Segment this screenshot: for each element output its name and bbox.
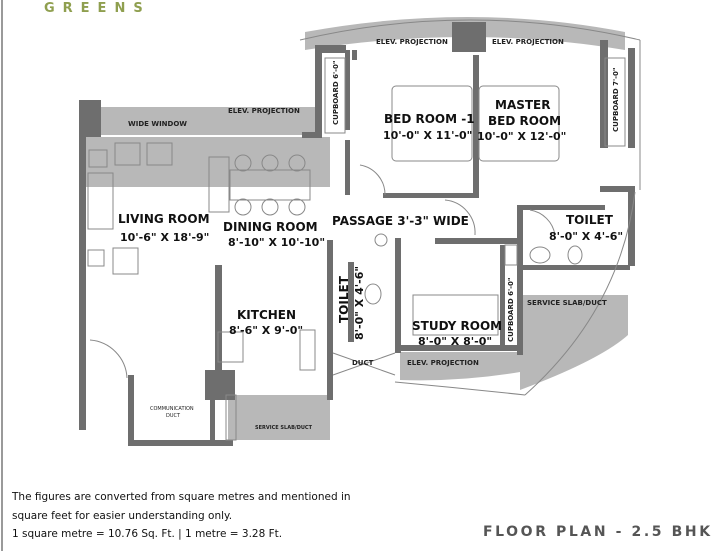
toilet-size: 8'-0" X 4'-6" <box>549 230 623 243</box>
note-line-3: 1 square metre = 10.76 Sq. Ft. | 1 metre… <box>12 528 283 540</box>
cupboard-box <box>604 57 626 147</box>
study-room-size: 8'-0" X 8'-0" <box>418 335 492 348</box>
note-line-1: The figures are converted from square me… <box>12 491 351 503</box>
service-slab-right <box>520 295 628 335</box>
plan-title: FLOOR PLAN - 2.5 BHK <box>483 524 713 540</box>
toilet-2-name: TOILET <box>337 275 351 323</box>
cupboard-label: CUPBOARD 6'-0" <box>507 277 515 342</box>
room-labels: LIVING ROOM 10'-6" X 18'-9" DINING ROOM … <box>118 98 623 348</box>
duct-label: DUCT <box>352 359 374 367</box>
bed-1 <box>391 85 473 162</box>
note-line-2: square feet for easier understanding onl… <box>12 510 233 522</box>
walls <box>79 22 635 446</box>
master-bed-size: 10'-0" X 12'-0" <box>477 130 566 143</box>
toilet-2-size: 8'-0" X 4'-6" <box>353 266 366 340</box>
armchair <box>114 142 141 166</box>
study-room-name: STUDY ROOM <box>412 319 502 333</box>
service-slab-bottom <box>228 395 330 440</box>
elev-projection-label: ELEV. PROJECTION <box>407 359 479 367</box>
master-bed-name-2: BED ROOM <box>488 114 561 128</box>
living-shade <box>85 137 330 187</box>
outlines <box>87 19 641 441</box>
elev-projection-label: ELEV. PROJECTION <box>376 38 448 46</box>
service-slab-label: SERVICE SLAB/DUCT <box>527 299 607 307</box>
cupboard-label: CUPBOARD 7'-0" <box>612 67 620 132</box>
armchair <box>146 142 173 166</box>
bed-room-1-name: BED ROOM -1 <box>384 112 475 126</box>
cupboard-label: CUPBOARD 6'-0" <box>332 60 340 125</box>
living-room-size: 10'-6" X 18'-9" <box>120 231 209 244</box>
minor-labels: ELEV. PROJECTION WIDE WINDOW ELEV. PROJE… <box>128 38 620 431</box>
elev-projection-bottom <box>400 352 520 381</box>
communication-duct-label: DUCT <box>166 413 181 419</box>
dining-room-name: DINING ROOM <box>223 220 318 234</box>
kitchen-size: 8'-6" X 9'-0" <box>229 324 303 337</box>
sofa <box>87 172 114 230</box>
wide-window-label: WIDE WINDOW <box>128 120 187 128</box>
elev-projection-label: ELEV. PROJECTION <box>228 107 300 115</box>
kitchen-name: KITCHEN <box>237 308 296 322</box>
communication-duct-label: COMMUNICATION <box>150 406 194 412</box>
service-slab-label: SERVICE SLAB/DUCT <box>255 425 313 431</box>
brand-logo: GREENS <box>44 1 151 16</box>
sideboard <box>208 156 230 213</box>
elev-projection-left <box>85 107 317 135</box>
page-border <box>1 0 3 551</box>
elev-projection-label: ELEV. PROJECTION <box>492 38 564 46</box>
dining-room-size: 8'-10" X 10'-10" <box>228 236 325 249</box>
shaded-areas <box>85 17 628 440</box>
master-bed <box>478 85 560 162</box>
toilet-name: TOILET <box>566 213 614 227</box>
cupboard-box <box>324 57 346 134</box>
living-room-name: LIVING ROOM <box>118 212 210 226</box>
armchair <box>112 247 139 275</box>
master-bed-name-1: MASTER <box>495 98 551 112</box>
passage-label: PASSAGE 3'-3" WIDE <box>332 214 469 228</box>
dining-table <box>229 169 311 201</box>
bed-room-1-size: 10'-0" X 11'-0" <box>383 129 472 142</box>
